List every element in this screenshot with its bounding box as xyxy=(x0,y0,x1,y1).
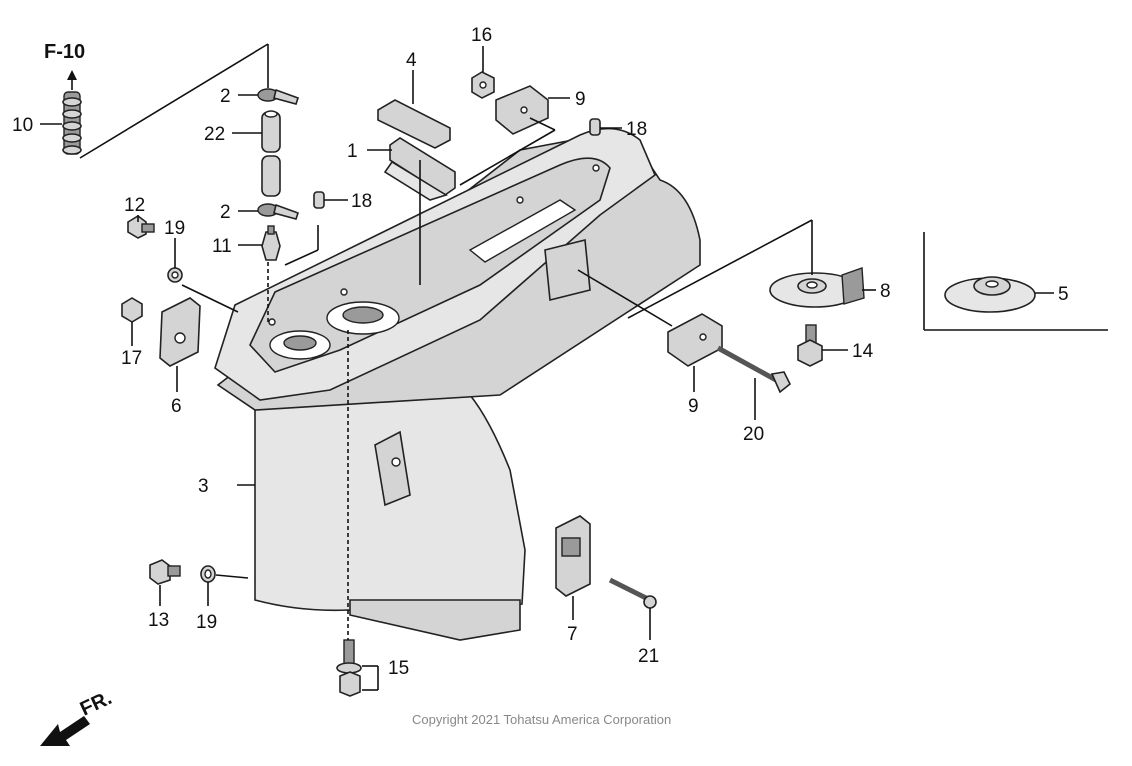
part-17-nut xyxy=(121,297,143,323)
front-label: FR. xyxy=(77,687,115,721)
part-4-bar xyxy=(377,99,451,149)
part-18-pin-lower xyxy=(313,191,325,209)
part-15-bolt xyxy=(336,639,362,697)
callout-21: 21 xyxy=(638,646,659,667)
part-20-bolt xyxy=(716,345,792,394)
callout-7: 7 xyxy=(567,624,578,645)
part-7-anode xyxy=(555,515,591,597)
leader-lines xyxy=(40,43,1108,691)
part-6-anode xyxy=(159,297,201,367)
part-19-washer-upper xyxy=(167,267,183,283)
callout-2-lower: 2 xyxy=(220,202,231,223)
part-5-trim-tab xyxy=(944,276,1036,313)
gear-case-part xyxy=(214,127,701,641)
callout-22: 22 xyxy=(204,124,225,145)
part-16-nut xyxy=(471,71,495,99)
callout-9-upper: 9 xyxy=(575,89,586,110)
callout-8: 8 xyxy=(880,281,891,302)
callout-12: 12 xyxy=(124,195,145,216)
callout-4: 4 xyxy=(406,50,417,71)
callout-labels: F-10 10 2 22 2 11 18 12 19 17 6 1 4 16 9… xyxy=(12,25,1069,679)
callout-13: 14 xyxy=(852,341,874,362)
part-14-plug xyxy=(149,559,181,585)
copyright-text: Copyright 2021 Tohatsu America Corporati… xyxy=(412,712,671,727)
callout-18-lower: 18 xyxy=(351,191,372,212)
part-10-fitting xyxy=(62,91,82,155)
callout-14: 13 xyxy=(148,610,169,631)
part-9-anode-upper xyxy=(495,85,549,135)
part-22-hose xyxy=(261,110,281,197)
callout-9-lower: 9 xyxy=(688,396,699,417)
callout-16: 16 xyxy=(471,25,492,46)
callout-2-upper: 2 xyxy=(220,86,231,107)
callout-17: 17 xyxy=(121,348,142,369)
part-2-clamp-upper xyxy=(257,88,300,105)
part-11-nipple xyxy=(261,225,281,261)
callout-19-upper: 19 xyxy=(164,218,185,239)
callout-5: 5 xyxy=(1058,284,1069,305)
callout-18-upper: 18 xyxy=(626,119,647,140)
callout-15: 15 xyxy=(388,658,409,679)
callout-11: 11 xyxy=(212,236,232,257)
part-2-clamp-lower xyxy=(257,203,300,220)
part-12-bolt xyxy=(127,215,155,239)
part-9-anode-lower xyxy=(667,313,723,367)
callout-20: 20 xyxy=(743,424,764,445)
part-18-pin-upper xyxy=(589,118,601,136)
part-1-plate xyxy=(383,137,456,201)
callout-19-lower: 19 xyxy=(196,612,217,633)
part-19-washer-lower xyxy=(200,565,216,583)
front-arrow-icon: FR. xyxy=(40,687,115,746)
callout-6: 6 xyxy=(171,396,182,417)
reference-label: F-10 xyxy=(44,41,85,63)
callout-1: 1 xyxy=(347,141,358,162)
callout-3: 3 xyxy=(198,476,209,497)
part-8-trim-tab xyxy=(769,267,865,308)
part-21-screw xyxy=(608,577,657,609)
part-13-bolt xyxy=(797,324,823,367)
callout-10: 10 xyxy=(12,115,33,136)
